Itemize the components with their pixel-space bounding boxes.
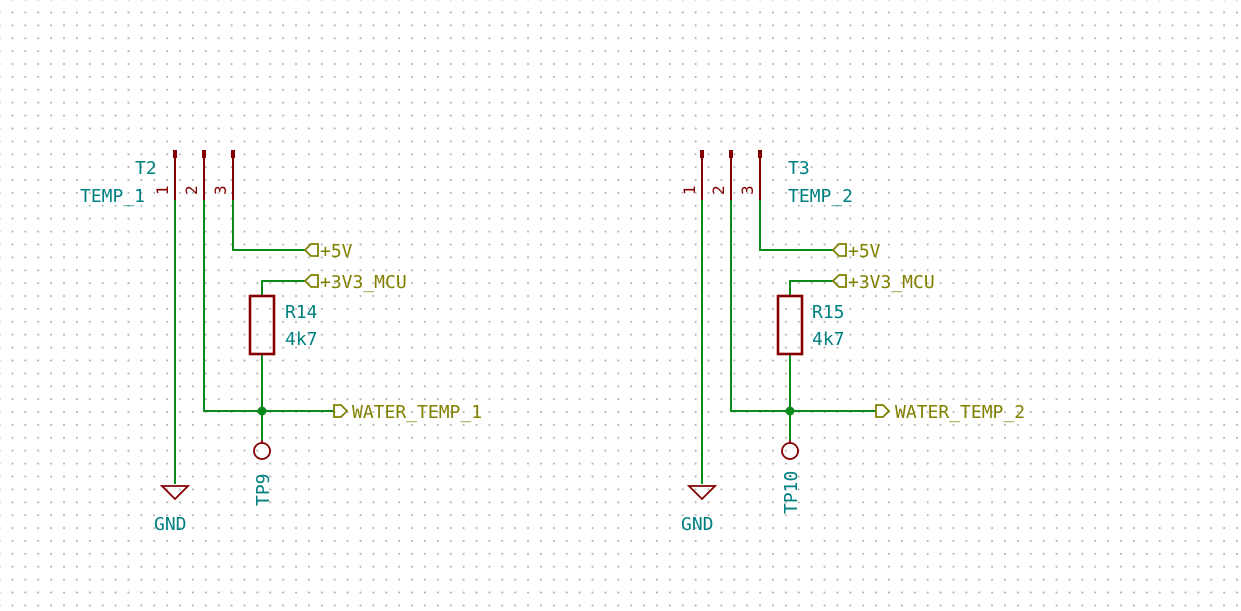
connector-value: TEMP_1 — [80, 186, 145, 207]
ground-label: GND — [154, 514, 187, 535]
pin-3-tip — [231, 150, 235, 158]
net-label-5v: +5V — [320, 241, 353, 262]
net-label-3v3: +3V3_MCU — [848, 272, 935, 293]
pin-1-tip — [700, 150, 704, 158]
testpoint-tp9[interactable]: TP9 — [253, 440, 274, 506]
connector-t2[interactable]: 1 2 3 T2 TEMP_1 — [80, 150, 235, 207]
pin-1-number: 1 — [153, 185, 172, 195]
ground-symbol[interactable]: GND — [681, 485, 718, 535]
circuit-temp-2: 1 2 3 T3 TEMP_2 +5V +3V3_MCU R15 4k7 WAT… — [680, 150, 1025, 535]
resistor-reference: R14 — [285, 302, 318, 323]
pin-1-number: 1 — [680, 185, 699, 195]
connector-t3[interactable]: 1 2 3 T3 TEMP_2 — [680, 150, 853, 207]
pin-2-tip — [729, 150, 733, 158]
testpoint-circle-icon — [781, 442, 799, 460]
net-label-output: WATER_TEMP_2 — [895, 402, 1025, 423]
wire-signal[interactable] — [730, 200, 876, 412]
power-flag-5v[interactable]: +5V — [831, 241, 881, 262]
wire-signal[interactable] — [203, 200, 334, 412]
junction-dot — [257, 406, 267, 416]
resistor-r14[interactable]: R14 4k7 — [248, 294, 318, 356]
junction-dot — [785, 406, 795, 416]
resistor-r15[interactable]: R15 4k7 — [776, 294, 845, 356]
wire-3v3[interactable] — [789, 280, 833, 296]
pin-3-tip — [758, 150, 762, 158]
ground-label: GND — [681, 514, 714, 535]
power-flag-5v[interactable]: +5V — [303, 241, 353, 262]
resistor-reference: R15 — [812, 302, 845, 323]
testpoint-reference: TP9 — [253, 473, 274, 506]
input-flag-icon — [831, 243, 847, 257]
net-label-5v: +5V — [848, 241, 881, 262]
input-flag-icon — [303, 274, 319, 288]
ground-symbol[interactable]: GND — [154, 485, 191, 535]
output-flag-icon — [875, 404, 891, 418]
input-flag-icon — [831, 274, 847, 288]
power-flag-3v3[interactable]: +3V3_MCU — [303, 272, 407, 293]
circuit-temp-1: 1 2 3 T2 TEMP_1 +5V +3V3_MCU R14 4k7 — [80, 150, 482, 535]
wire-3v3[interactable] — [261, 280, 305, 296]
connector-value: TEMP_2 — [788, 186, 853, 207]
wire-5v[interactable] — [232, 200, 305, 251]
pin-1-tip — [173, 150, 177, 158]
output-net-label[interactable]: WATER_TEMP_1 — [333, 402, 482, 423]
pin-2-number: 2 — [709, 185, 728, 195]
wire-5v[interactable] — [759, 200, 833, 251]
output-flag-icon — [333, 404, 349, 418]
ground-icon — [686, 485, 718, 501]
testpoint-reference: TP10 — [781, 471, 802, 514]
output-net-label[interactable]: WATER_TEMP_2 — [875, 402, 1025, 423]
power-flag-3v3[interactable]: +3V3_MCU — [831, 272, 935, 293]
resistor-body — [776, 294, 804, 356]
ground-icon — [159, 485, 191, 501]
resistor-body — [248, 294, 276, 356]
net-label-output: WATER_TEMP_1 — [352, 402, 482, 423]
net-label-3v3: +3V3_MCU — [320, 272, 407, 293]
testpoint-tp10[interactable]: TP10 — [781, 440, 802, 514]
pin-2-number: 2 — [182, 185, 201, 195]
connector-reference: T2 — [135, 158, 157, 179]
pin-3-number: 3 — [738, 185, 757, 195]
testpoint-circle-icon — [253, 442, 271, 460]
connector-reference: T3 — [788, 158, 810, 179]
input-flag-icon — [303, 243, 319, 257]
resistor-value: 4k7 — [285, 329, 318, 350]
pin-2-tip — [202, 150, 206, 158]
pin-3-number: 3 — [211, 185, 230, 195]
resistor-value: 4k7 — [812, 329, 845, 350]
